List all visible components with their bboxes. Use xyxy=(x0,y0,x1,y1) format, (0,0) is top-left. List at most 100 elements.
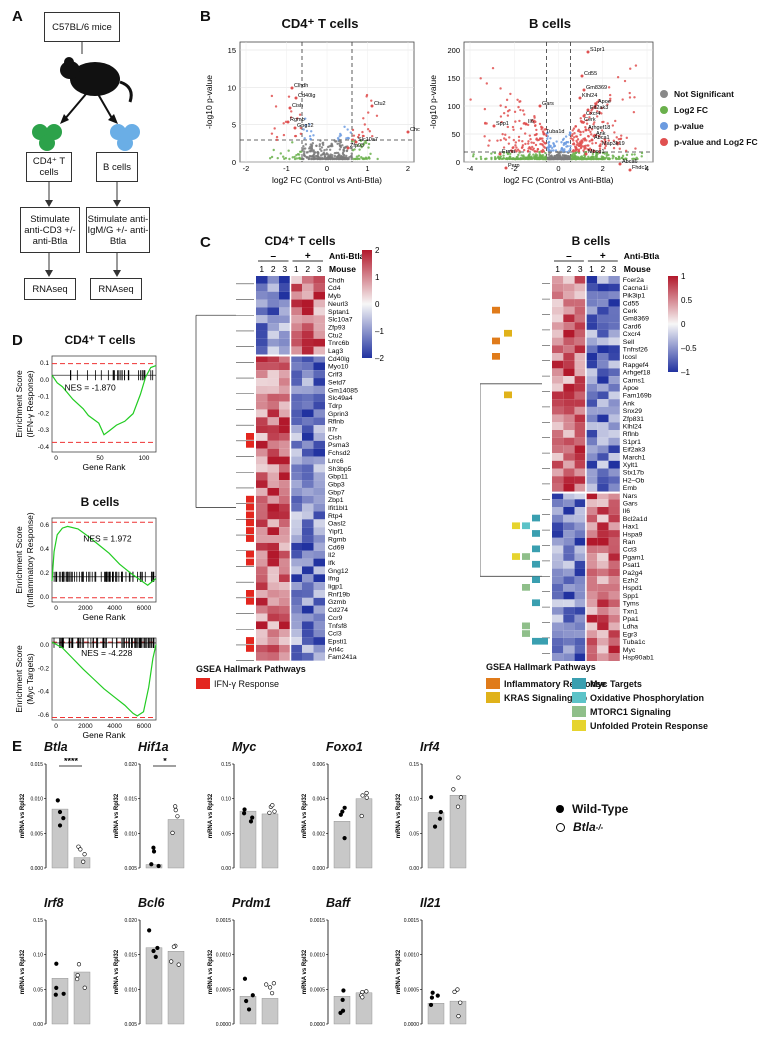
heatmap-cell xyxy=(608,299,620,307)
heatmap-cell xyxy=(597,545,609,554)
heatmap-cell xyxy=(279,276,291,284)
heatmap-cell xyxy=(313,354,325,363)
heatmap-cell xyxy=(279,417,291,426)
heatmap-cell xyxy=(279,574,291,583)
y-tick-label: 15 xyxy=(228,46,236,55)
point-label: Ctu2 xyxy=(374,101,386,107)
panel-letter-c: C xyxy=(200,234,211,251)
qpcr-gene-title: Foxo1 xyxy=(326,740,363,754)
data-point xyxy=(557,157,560,161)
data-point xyxy=(561,153,565,157)
data-point xyxy=(570,134,574,138)
gene-label: Bcl2a1d xyxy=(623,516,648,523)
heatmap-cell xyxy=(313,385,325,394)
heatmap-cell xyxy=(585,560,598,569)
heatmap-cell xyxy=(279,605,291,614)
legend-dot-icon xyxy=(660,138,668,146)
bar xyxy=(449,795,467,869)
data-point xyxy=(612,146,616,150)
data-point xyxy=(544,142,547,145)
data-point xyxy=(621,98,624,101)
gene-label: Carns1 xyxy=(623,377,645,384)
group-minus: – xyxy=(270,251,276,262)
replicate-label: 2 xyxy=(271,264,276,274)
nes-label: NES = -1.870 xyxy=(64,383,116,393)
heatmap-cell xyxy=(302,370,314,379)
data-point xyxy=(585,122,589,125)
data-point xyxy=(616,141,619,144)
heatmap-cell xyxy=(585,514,598,523)
heatmap-cell xyxy=(313,346,325,355)
heatmap-cell xyxy=(608,360,620,369)
replicate-label: 3 xyxy=(578,264,583,274)
data-point xyxy=(248,819,254,824)
heatmap-cell xyxy=(608,276,620,284)
gsea-b-title: B cells xyxy=(80,495,120,509)
y-tick-label: 0.010 xyxy=(124,831,137,837)
data-point xyxy=(517,153,520,157)
colorbar-gradient xyxy=(362,250,372,358)
heatmap-cell xyxy=(608,607,620,615)
heatmap-cell xyxy=(279,362,291,371)
heatmap-cell xyxy=(563,637,575,646)
gene-label: Pik3ip1 xyxy=(623,293,646,300)
data-point xyxy=(356,135,360,139)
heatmap-cell xyxy=(585,653,598,661)
legend-wt-label: Wild-Type xyxy=(572,802,629,816)
heatmap-cell xyxy=(267,385,279,394)
colorbar-tick: –2 xyxy=(375,354,384,363)
data-point xyxy=(61,991,66,996)
heatmap-cell xyxy=(290,550,302,559)
heatmap-cell xyxy=(552,445,564,454)
dendrogram xyxy=(480,383,542,577)
data-point xyxy=(556,150,559,154)
heatmap-cell xyxy=(279,393,291,402)
gene-label: Hsp90ab1 xyxy=(623,655,654,662)
data-point xyxy=(362,143,366,146)
data-point xyxy=(491,66,495,70)
replicate-label: 1 xyxy=(294,264,299,274)
data-point xyxy=(598,135,601,138)
y-axis-label: mRNA vs Rpl32 xyxy=(208,793,214,838)
bar xyxy=(145,864,163,869)
data-point xyxy=(524,122,528,126)
data-point xyxy=(577,144,581,148)
heatmap-cell xyxy=(585,383,598,392)
data-point xyxy=(75,973,80,978)
y-tick-label: 0.006 xyxy=(312,762,325,768)
heatmap-cell xyxy=(256,276,268,284)
significance-stars: **** xyxy=(64,758,79,766)
data-point xyxy=(270,803,275,808)
data-point xyxy=(364,141,368,145)
point-label: Apoe xyxy=(598,99,611,105)
data-point xyxy=(304,143,308,146)
gene-label: Fam241a xyxy=(328,654,357,661)
gene-label: Pa2g4 xyxy=(623,570,643,577)
y-tick-label: 0.0 xyxy=(40,594,49,601)
data-point xyxy=(579,146,583,150)
data-point xyxy=(340,1008,346,1013)
heatmap-cell xyxy=(313,566,325,575)
heatmap-cell xyxy=(256,425,268,433)
heatmap-cell xyxy=(597,430,609,438)
x-tick-label: 2 xyxy=(601,164,605,173)
open-dot-icon xyxy=(556,822,565,832)
gene-label: Rapgef4 xyxy=(623,362,649,369)
y-tick-label: -0.2 xyxy=(38,665,50,672)
data-point xyxy=(577,148,581,151)
heatmap-cell xyxy=(563,468,575,477)
data-point xyxy=(376,157,379,161)
qpcr-gene-title: Hif1a xyxy=(138,740,169,754)
data-point xyxy=(338,139,342,142)
data-point xyxy=(275,135,279,139)
heatmap-cell xyxy=(256,433,268,441)
data-point xyxy=(469,98,472,101)
data-point xyxy=(305,156,309,159)
data-point xyxy=(308,147,311,150)
gene-label: Rgmb xyxy=(328,536,346,543)
volcano-legend-label: p-value and Log2 FC xyxy=(674,137,758,147)
mouse-icon xyxy=(60,42,133,124)
